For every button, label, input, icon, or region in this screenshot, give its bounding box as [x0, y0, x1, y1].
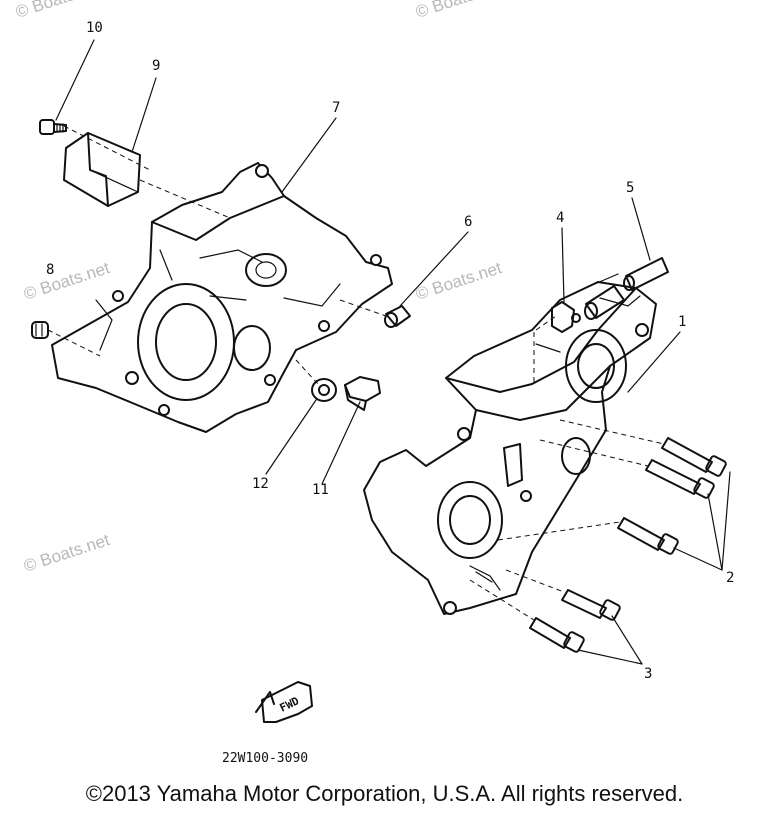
part-12-washer — [311, 378, 337, 402]
leader-line — [721, 471, 731, 571]
part-2-bolt — [617, 517, 679, 555]
leader-lines — [55, 39, 731, 665]
callout-labels: 10 9 7 6 4 5 1 8 2 12 11 3 — [46, 20, 734, 682]
callout-2: 2 — [726, 570, 734, 586]
leader-line — [673, 547, 723, 571]
part-5-hose — [584, 257, 669, 320]
fwd-label: FWD — [278, 694, 302, 715]
part-3-bolt — [529, 617, 585, 653]
part-11-drain-plug — [344, 376, 381, 411]
leader-line — [631, 197, 651, 261]
watermark: © Boats.net — [413, 0, 504, 22]
fwd-arrow: FWD — [255, 681, 313, 723]
part-3-bolt — [561, 589, 621, 621]
watermark: © Boats.net — [21, 258, 112, 304]
part-6-dowel-pin — [384, 305, 411, 328]
callout-10: 10 — [86, 20, 103, 36]
part-number: 22W100-3090 — [222, 751, 308, 766]
callout-1: 1 — [678, 314, 686, 330]
watermark: © Boats.net — [21, 530, 112, 576]
part-2-bolt — [645, 459, 715, 499]
callout-11: 11 — [312, 482, 329, 498]
leader-line — [265, 399, 317, 475]
callout-4: 4 — [556, 210, 564, 226]
part-9-guide-plate — [63, 132, 141, 207]
watermark: © Boats.net — [413, 258, 504, 304]
leader-line — [577, 649, 643, 665]
leader-line — [55, 39, 95, 121]
part-4-elbow-fitting — [551, 301, 581, 333]
part-7-left-crankcase — [51, 162, 393, 433]
leader-line — [707, 493, 723, 571]
part-3-bolts — [529, 589, 621, 653]
copyright-notice: ©2013 Yamaha Motor Corporation, U.S.A. A… — [85, 781, 684, 806]
callout-6: 6 — [464, 214, 472, 230]
callout-12: 12 — [252, 476, 269, 492]
watermark: © Boats.net — [13, 0, 104, 22]
leader-line — [399, 231, 469, 307]
callout-3: 3 — [644, 666, 652, 682]
leader-line — [627, 331, 681, 393]
leader-line — [611, 615, 643, 665]
leader-line — [131, 77, 157, 153]
callout-9: 9 — [152, 58, 160, 74]
part-10-bolt — [39, 119, 67, 135]
callout-5: 5 — [626, 180, 634, 196]
part-8-plug — [31, 321, 49, 339]
leader-line — [281, 117, 337, 193]
leader-line — [561, 227, 565, 303]
leader-line — [321, 401, 361, 485]
callout-7: 7 — [332, 100, 340, 116]
part-1-right-crankcase — [363, 273, 657, 615]
alignment-lines — [47, 125, 665, 621]
callout-8: 8 — [46, 262, 54, 278]
part-2-bolts — [617, 437, 727, 555]
part-2-bolt — [661, 437, 727, 477]
